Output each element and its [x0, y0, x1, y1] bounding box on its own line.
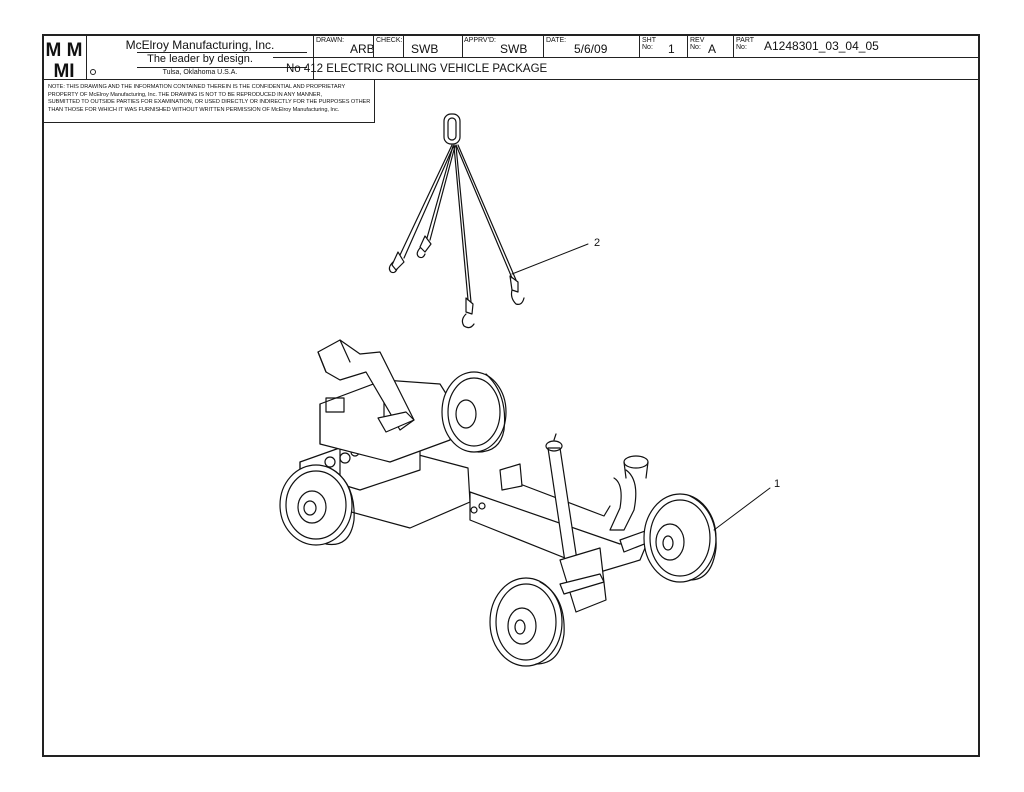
rev-cell: REV No: A	[688, 36, 734, 57]
date-value: 5/6/09	[574, 42, 608, 56]
part-number: A1248301_03_04_05	[764, 39, 879, 53]
callout-2: 2	[594, 237, 600, 249]
mmi-logo: M M MI	[44, 36, 84, 80]
drawn-cell: DRAWN: ARB	[314, 36, 404, 57]
wheel-front-left	[279, 464, 355, 546]
logo-bottom-text: MI	[53, 61, 74, 80]
check-value: SWB	[411, 42, 439, 56]
company-location: Tulsa, Oklahoma U.S.A.	[162, 69, 238, 76]
drawing-title: No 412 ELECTRIC ROLLING VEHICLE PACKAGE	[286, 63, 548, 75]
logo-top-text: M M	[46, 40, 83, 61]
company-name: McElroy Manufacturing, Inc.	[125, 38, 275, 52]
wheel-right	[643, 493, 717, 583]
master-link	[443, 113, 461, 145]
approved-cell: APPRV'D: SWB	[462, 36, 544, 57]
registered-circle-icon	[90, 69, 96, 75]
company-tagline: The leader by design.	[147, 53, 253, 65]
leader-line-2	[511, 243, 589, 275]
drawing-sheet: M M MI McElroy Manufacturing, Inc. The l…	[42, 34, 980, 757]
drawn-value: ARB	[350, 42, 375, 56]
company-block: McElroy Manufacturing, Inc. The leader b…	[87, 36, 314, 80]
callout-1: 1	[774, 478, 780, 490]
lifting-sling	[388, 113, 525, 329]
sheet-value: 1	[668, 42, 675, 56]
date-cell: DATE: 5/6/09	[544, 36, 640, 57]
wheel-bottom	[489, 577, 565, 667]
wheel-rear-top	[441, 371, 507, 453]
part-cell: PART No: A1248301_03_04_05	[736, 37, 879, 53]
approved-value: SWB	[500, 42, 528, 56]
check-cell: CHECK: SWB	[373, 36, 463, 57]
leader-line-1	[713, 487, 771, 531]
rev-value: A	[708, 42, 717, 56]
confidentiality-note: NOTE: THIS DRAWING AND THE INFORMATION C…	[44, 80, 375, 123]
sheet-cell: SHT No: 1	[640, 36, 688, 57]
